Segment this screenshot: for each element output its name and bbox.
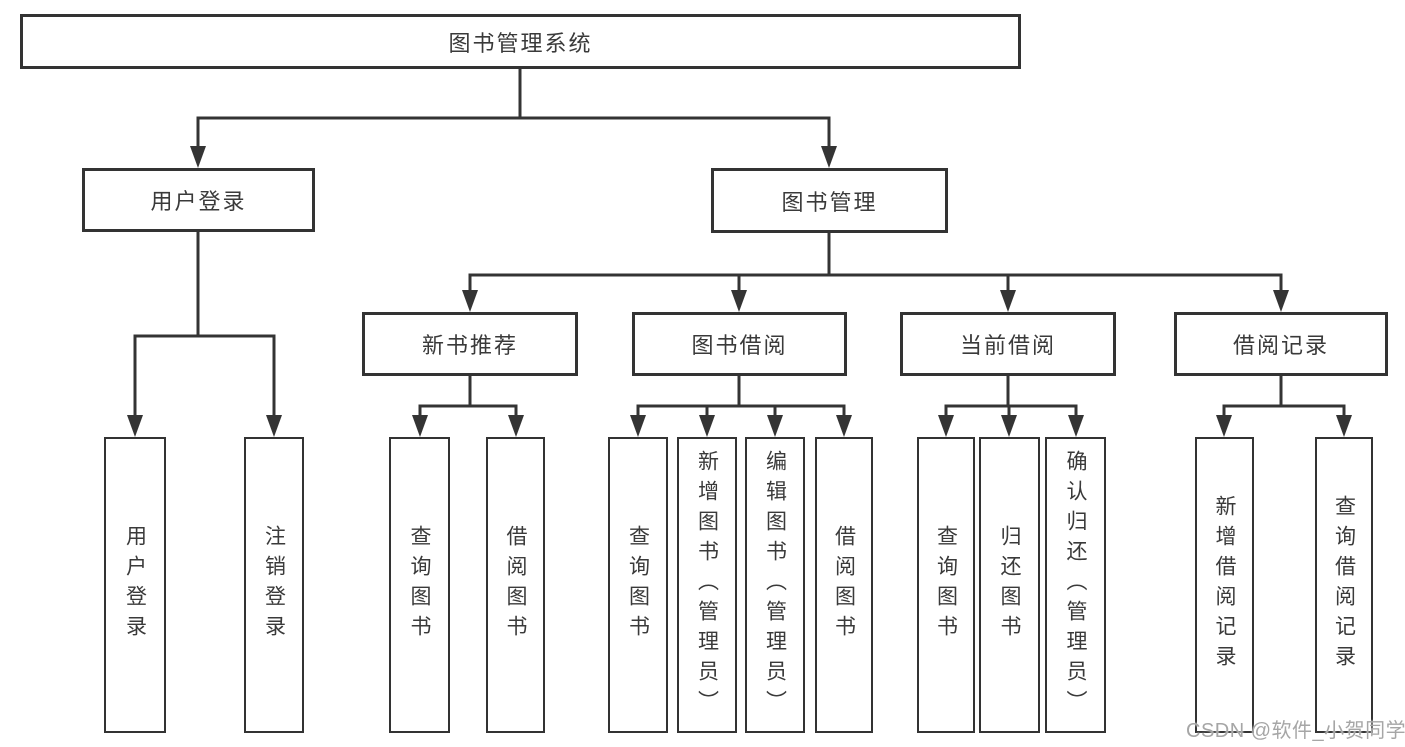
arrowhead-bb4 bbox=[836, 415, 852, 437]
node-root-label: 图书管理系统 bbox=[448, 30, 593, 56]
arrowhead-bb3 bbox=[767, 415, 783, 437]
leaf-edit-book-admin: 编辑图书（管理员） bbox=[745, 437, 805, 733]
node-user-login: 用户登录 bbox=[82, 168, 315, 232]
arrowhead-nb2 bbox=[508, 415, 524, 437]
arrowhead-leaf-logout bbox=[266, 415, 282, 437]
leaf-add-book-admin-label: 新增图书（管理员） bbox=[695, 450, 719, 720]
arrowhead-cb3 bbox=[1068, 415, 1084, 437]
leaf-add-borrow-record-label: 新增借阅记录 bbox=[1213, 495, 1237, 675]
leaf-borrow-books-recommend: 借阅图书 bbox=[486, 437, 545, 733]
arrowhead-bookborrow bbox=[731, 290, 747, 312]
arrowhead-cb1 bbox=[938, 415, 954, 437]
leaf-borrow-books-recommend-label: 借阅图书 bbox=[504, 525, 528, 645]
node-book-management-label: 图书管理 bbox=[781, 189, 878, 215]
node-new-book-recommend-label: 新书推荐 bbox=[421, 333, 518, 358]
node-book-borrow: 图书借阅 bbox=[632, 312, 847, 376]
arrowhead-newbook bbox=[462, 290, 478, 312]
node-new-book-recommend: 新书推荐 bbox=[362, 312, 578, 376]
leaf-user-login: 用户登录 bbox=[104, 437, 166, 733]
leaf-confirm-return-admin-label: 确认归还（管理员） bbox=[1064, 450, 1088, 720]
leaf-add-book-admin: 新增图书（管理员） bbox=[677, 437, 737, 733]
leaf-edit-book-admin-label: 编辑图书（管理员） bbox=[763, 450, 787, 720]
arrowhead-currentborrow bbox=[1000, 290, 1016, 312]
leaf-query-borrow-record: 查询借阅记录 bbox=[1315, 437, 1373, 733]
node-book-management: 图书管理 bbox=[711, 168, 948, 233]
arrowhead-bb2 bbox=[699, 415, 715, 437]
leaf-return-book: 归还图书 bbox=[979, 437, 1040, 733]
leaf-query-books-current-label: 查询图书 bbox=[934, 525, 958, 645]
leaf-confirm-return-admin: 确认归还（管理员） bbox=[1045, 437, 1106, 733]
node-user-login-label: 用户登录 bbox=[150, 189, 247, 214]
leaf-query-books-recommend-label: 查询图书 bbox=[408, 525, 432, 645]
arrowhead-br1 bbox=[1216, 415, 1232, 437]
leaf-logout-label: 注销登录 bbox=[262, 525, 286, 645]
arrowhead-nb1 bbox=[412, 415, 428, 437]
leaf-query-books-current: 查询图书 bbox=[917, 437, 975, 733]
node-root: 图书管理系统 bbox=[20, 14, 1021, 69]
arrowhead-bb1 bbox=[630, 415, 646, 437]
csdn-watermark: CSDN @软件_小贺同学 bbox=[1186, 720, 1405, 742]
leaf-logout: 注销登录 bbox=[244, 437, 304, 733]
node-borrow-records: 借阅记录 bbox=[1174, 312, 1388, 376]
node-current-borrow-label: 当前借阅 bbox=[959, 333, 1056, 358]
arrowhead-user-login bbox=[190, 146, 206, 168]
arrowhead-cb2 bbox=[1001, 415, 1017, 437]
arrowhead-borrowrecords bbox=[1273, 290, 1289, 312]
leaf-borrow-books-label: 借阅图书 bbox=[832, 525, 856, 645]
node-book-borrow-label: 图书借阅 bbox=[691, 333, 788, 358]
leaf-user-login-label: 用户登录 bbox=[123, 525, 147, 645]
leaf-return-book-label: 归还图书 bbox=[998, 525, 1022, 645]
node-borrow-records-label: 借阅记录 bbox=[1232, 333, 1329, 358]
leaf-query-books-borrow-label: 查询图书 bbox=[626, 525, 650, 645]
leaf-borrow-books: 借阅图书 bbox=[815, 437, 873, 733]
arrowhead-leaf-login bbox=[127, 415, 143, 437]
leaf-add-borrow-record: 新增借阅记录 bbox=[1195, 437, 1254, 733]
arrowhead-book-management bbox=[821, 146, 837, 168]
leaf-query-borrow-record-label: 查询借阅记录 bbox=[1332, 495, 1356, 675]
arrowhead-br2 bbox=[1336, 415, 1352, 437]
leaf-query-books-borrow: 查询图书 bbox=[608, 437, 668, 733]
node-current-borrow: 当前借阅 bbox=[900, 312, 1116, 376]
leaf-query-books-recommend: 查询图书 bbox=[389, 437, 450, 733]
